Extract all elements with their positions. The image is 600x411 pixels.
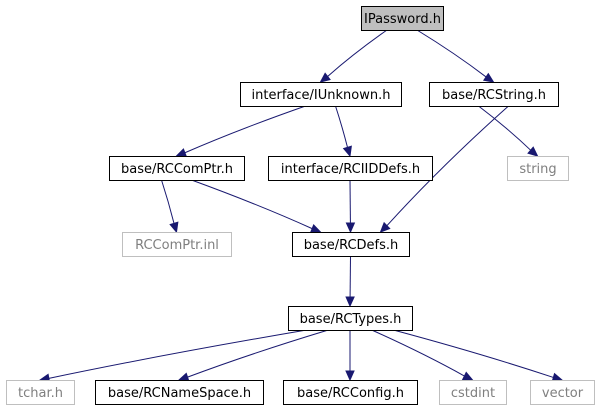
node-layer: IPassword.h interface/IUnknown.h base/RCSt… [6, 6, 595, 405]
edge-rctypes-to-tchar [48, 329, 307, 379]
edge-iunknown-to-rccomptr [184, 105, 306, 154]
node-label-rctypes: base/RCTypes.h [300, 312, 402, 327]
edge-layer [38, 29, 564, 383]
node-rcnamespace[interactable]: base/RCNameSpace.h [95, 380, 264, 405]
node-box-rcconfig [283, 380, 418, 405]
node-iunknown[interactable]: interface/IUnknown.h [240, 82, 402, 107]
node-box-iunknown [240, 82, 402, 107]
edge-ipassword-to-rcstring [416, 29, 487, 78]
edge-ipassword-to-iunknown [327, 29, 388, 77]
edge-rccomptr-to-rccomptrinl [161, 179, 175, 224]
node-label-string: string [519, 162, 556, 177]
arrowhead-rctypes-to-rcconfig [345, 370, 355, 382]
node-rctypes[interactable]: base/RCTypes.h [288, 306, 413, 331]
node-ipassword[interactable]: IPassword.h [361, 6, 444, 31]
node-rciiddefs[interactable]: interface/RCIIDDefs.h [268, 156, 433, 181]
node-box-string [507, 156, 569, 181]
arrowhead-rccomptr-to-rcdefs [309, 224, 322, 233]
edge-rcstring-to-rcdefs [386, 105, 509, 227]
node-box-rccomptrinl [122, 232, 232, 257]
node-string: string [507, 156, 569, 181]
edge-rctypes-to-rcnamespace [187, 329, 329, 378]
arrowhead-iunknown-to-rciiddefs [342, 145, 352, 158]
node-label-cstdint: cstdint [451, 386, 495, 401]
node-label-rcconfig: base/RCConfig.h [297, 386, 404, 401]
arrowhead-rcstring-to-string [527, 146, 539, 157]
edge-rccomptr-to-rcdefs [191, 179, 313, 230]
arrowhead-rcdefs-to-rctypes [345, 296, 355, 308]
arrowhead-rctypes-to-cstdint [461, 371, 474, 381]
node-box-ipassword [361, 6, 444, 31]
node-rccomptr[interactable]: base/RCComPtr.h [109, 156, 245, 181]
edge-rctypes-to-vector [393, 329, 554, 378]
node-box-tchar [6, 380, 75, 405]
node-box-vector [530, 380, 595, 405]
node-box-rciiddefs [268, 156, 433, 181]
node-label-rccomptr: base/RCComPtr.h [121, 162, 233, 177]
node-rcconfig[interactable]: base/RCConfig.h [283, 380, 418, 405]
node-box-rcnamespace [95, 380, 264, 405]
edge-rcstring-to-string [478, 105, 531, 151]
node-box-rccomptr [109, 156, 245, 181]
node-box-rcstring [429, 82, 559, 107]
node-label-iunknown: interface/IUnknown.h [252, 88, 391, 103]
node-label-ipassword: IPassword.h [364, 12, 441, 27]
edge-rctypes-to-cstdint [371, 329, 465, 377]
arrowhead-rciiddefs-to-rcdefs [345, 222, 356, 234]
edge-iunknown-to-rciiddefs [335, 105, 348, 148]
arrowhead-ipassword-to-iunknown [319, 72, 331, 83]
node-label-rcdefs: base/RCDefs.h [304, 238, 399, 253]
node-label-tchar: tchar.h [18, 386, 63, 401]
node-label-rcstring: base/RCString.h [442, 88, 546, 103]
arrowhead-iunknown-to-rccomptr [175, 148, 188, 158]
node-label-rciiddefs: interface/RCIIDDefs.h [281, 162, 420, 177]
arrowhead-rccomptr-to-rccomptrinl [169, 221, 179, 234]
node-rccomptrinl: RCComPtr.inl [122, 232, 232, 257]
node-cstdint: cstdint [439, 380, 507, 405]
arrowhead-rcstring-to-rcdefs [379, 221, 391, 233]
node-rcstring[interactable]: base/RCString.h [429, 82, 559, 107]
node-rcdefs[interactable]: base/RCDefs.h [292, 232, 410, 257]
node-vector: vector [530, 380, 595, 405]
node-box-rctypes [288, 306, 413, 331]
node-box-cstdint [439, 380, 507, 405]
arrowhead-rctypes-to-rcnamespace [177, 372, 190, 382]
node-box-rcdefs [292, 232, 410, 257]
node-label-rccomptrinl: RCComPtr.inl [135, 238, 219, 253]
node-tchar: tchar.h [6, 380, 75, 405]
node-label-vector: vector [542, 386, 584, 401]
arrowhead-ipassword-to-rcstring [482, 72, 495, 83]
node-label-rcnamespace: base/RCNameSpace.h [108, 386, 251, 401]
